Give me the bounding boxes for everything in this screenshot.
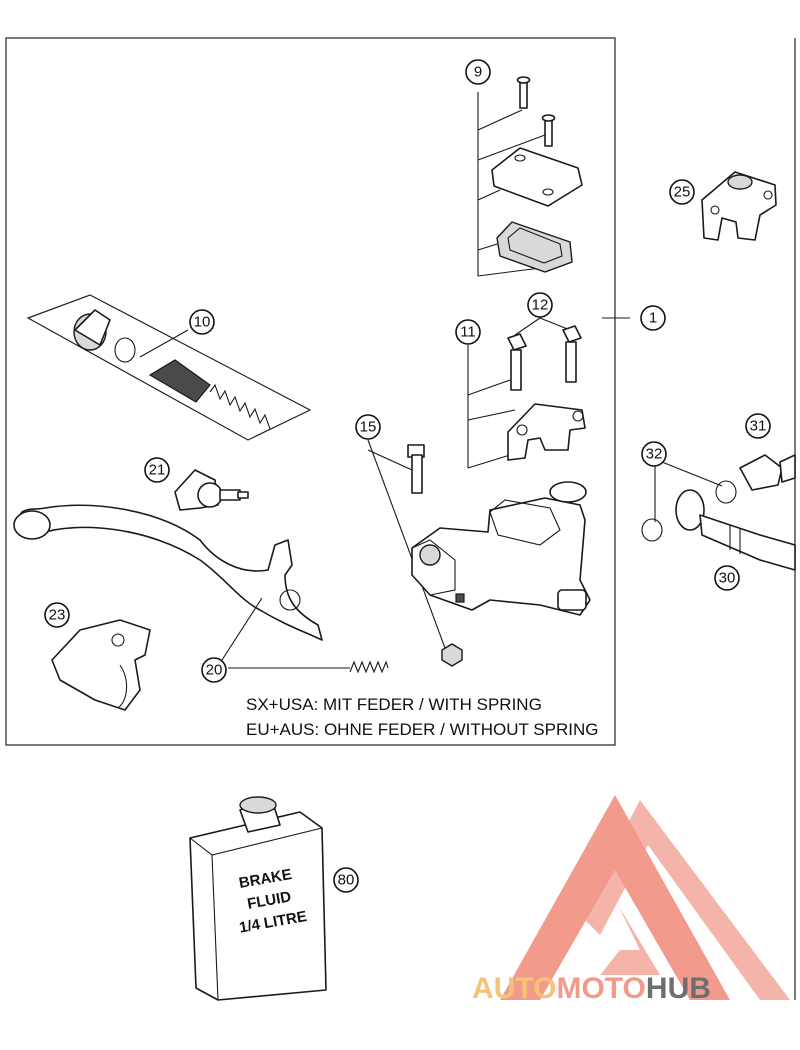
- callout-15: 15: [355, 414, 381, 440]
- callout-31: 31: [745, 413, 771, 439]
- note-with-spring: SX+USA: MIT FEDER / WITH SPRING: [246, 695, 542, 714]
- part-21-adjuster: [174, 469, 249, 511]
- note-without-spring: EU+AUS: OHNE FEDER / WITHOUT SPRING: [246, 720, 598, 739]
- callout-9: 9: [465, 59, 491, 85]
- callout-12: 12: [527, 292, 553, 318]
- part-80-brake-fluid-can: BRAKE FLUID 1/4 LITRE: [189, 796, 327, 1001]
- callout-25: 25: [669, 179, 695, 205]
- watermark-logo: AUTOMOTOHUB: [472, 795, 790, 1005]
- callout-80: 80: [333, 867, 359, 893]
- callout-11: 11: [455, 319, 481, 345]
- svg-text:80: 80: [338, 872, 355, 889]
- svg-text:11: 11: [460, 324, 476, 341]
- svg-text:21: 21: [149, 462, 166, 479]
- svg-text:1: 1: [649, 310, 657, 327]
- part-15-pivot-bolt: [367, 439, 463, 667]
- svg-text:32: 32: [646, 446, 663, 463]
- callout-30: 30: [714, 565, 740, 591]
- part-11-12-clamp-bolts: [467, 317, 586, 469]
- callout-32: 32: [641, 441, 667, 467]
- callout-1: 1: [640, 305, 666, 331]
- svg-text:30: 30: [719, 570, 736, 587]
- part-25-clamp: [701, 171, 777, 241]
- watermark-text: AUTOMOTOHUB: [472, 972, 711, 1005]
- svg-text:20: 20: [206, 662, 223, 679]
- svg-text:9: 9: [474, 64, 482, 81]
- part-10-piston-kit: [26, 294, 312, 441]
- callout-23: 23: [44, 602, 70, 628]
- assembly-frame: [5, 37, 616, 746]
- svg-text:10: 10: [194, 314, 211, 331]
- svg-text:31: 31: [750, 418, 767, 435]
- svg-text:23: 23: [49, 607, 66, 624]
- callout-10: 10: [189, 309, 215, 335]
- callout-21: 21: [144, 457, 170, 483]
- part-1-master-cylinder: [411, 317, 630, 616]
- part-9-reservoir-cover: [477, 76, 583, 277]
- callout-20: 20: [201, 657, 227, 683]
- hand-lever: [13, 504, 323, 641]
- part-30-31-32-brake-hose: [641, 454, 796, 571]
- part-23-lever-guard: [51, 619, 151, 711]
- svg-text:15: 15: [360, 419, 377, 436]
- part-20-spring: [221, 597, 389, 674]
- svg-text:25: 25: [674, 184, 691, 201]
- svg-text:12: 12: [532, 297, 549, 314]
